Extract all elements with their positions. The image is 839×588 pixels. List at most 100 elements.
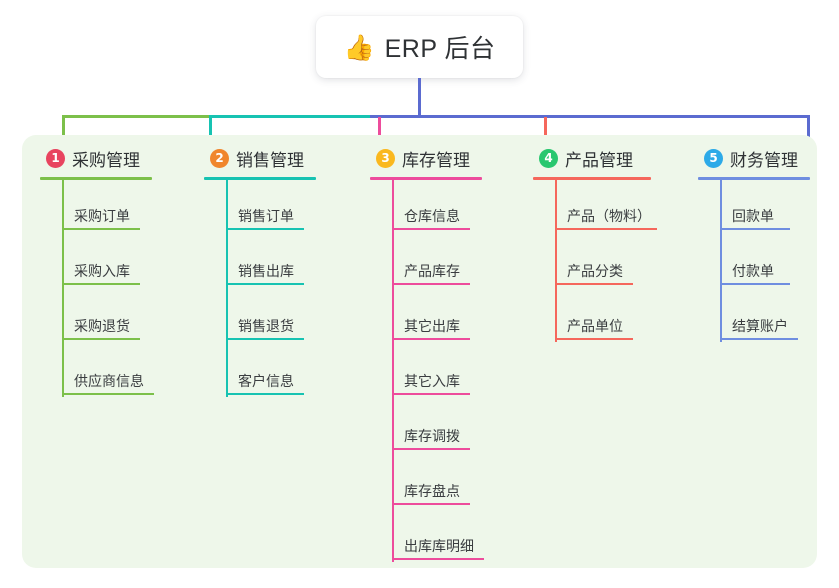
branch-underline: [533, 177, 651, 180]
branch-item-label: 其它入库: [404, 373, 460, 389]
branch-item-underline: [62, 228, 140, 230]
branch-item[interactable]: 出库库明细: [370, 510, 520, 565]
branch-item[interactable]: 客户信息: [204, 345, 354, 400]
branch-item-underline: [392, 338, 470, 340]
branch-item-label: 结算账户: [732, 318, 788, 334]
branch-item[interactable]: 产品库存: [370, 235, 520, 290]
branch-header-5[interactable]: 5 财务管理: [698, 145, 839, 171]
branch-items: 仓库信息产品库存其它出库其它入库库存调拨库存盘点出库库明细: [370, 180, 520, 565]
branch-items: 产品（物料） 产品分类产品单位: [533, 180, 693, 345]
branch-header-4[interactable]: 4 产品管理: [533, 145, 693, 171]
branch-item[interactable]: 采购订单: [40, 180, 190, 235]
branch-drop-3: [378, 117, 381, 147]
branch-item-label: 客户信息: [238, 373, 294, 389]
branch-item-label: 产品单位: [567, 318, 623, 334]
branch-item-underline: [555, 228, 657, 230]
branch-title: 采购管理: [72, 150, 140, 170]
branch-item[interactable]: 库存调拨: [370, 400, 520, 455]
branch-underline: [204, 177, 316, 180]
branch-item[interactable]: 产品分类: [533, 235, 693, 290]
branch-item-label: 销售退货: [238, 318, 294, 334]
branch-underline: [40, 177, 152, 180]
branch-column-4: 4 产品管理产品（物料） 产品分类产品单位: [533, 145, 693, 345]
branch-item-underline: [62, 283, 140, 285]
branch-number-badge: 5: [704, 148, 723, 168]
branch-item[interactable]: 库存盘点: [370, 455, 520, 510]
branch-underline: [698, 177, 810, 180]
branch-item-label: 付款单: [732, 263, 774, 279]
branch-item[interactable]: 产品单位: [533, 290, 693, 345]
root-node-title: ERP 后台: [384, 35, 496, 63]
branch-item-underline: [392, 448, 470, 450]
root-trunk-connector: [418, 78, 421, 117]
branch-item[interactable]: 其它出库: [370, 290, 520, 345]
branch-drop-1: [62, 117, 65, 147]
branch-item-label: 销售订单: [238, 208, 294, 224]
branch-item-label: 销售出库: [238, 263, 294, 279]
branch-item-label: 采购退货: [74, 318, 130, 334]
branch-column-3: 3 库存管理仓库信息产品库存其它出库其它入库库存调拨库存盘点出库库明细: [370, 145, 520, 565]
branch-spine: [62, 180, 64, 397]
bus-segment-2: [209, 115, 370, 118]
branch-item-underline: [392, 228, 470, 230]
branch-item[interactable]: 回款单: [698, 180, 839, 235]
branch-item-underline: [720, 338, 798, 340]
branch-header-1[interactable]: 1 采购管理: [40, 145, 190, 171]
branch-item-label: 采购入库: [74, 263, 130, 279]
branch-spine: [555, 180, 557, 342]
branch-title: 库存管理: [402, 150, 470, 170]
branch-items: 采购订单采购入库采购退货供应商信息: [40, 180, 190, 400]
branch-item-underline: [226, 283, 304, 285]
branch-spine: [226, 180, 228, 397]
branch-underline: [370, 177, 482, 180]
branch-item[interactable]: 销售出库: [204, 235, 354, 290]
branch-item-underline: [392, 503, 470, 505]
branch-item-underline: [720, 228, 790, 230]
bus-segment-1: [62, 115, 209, 118]
branch-number-badge: 1: [46, 148, 65, 168]
branch-item[interactable]: 付款单: [698, 235, 839, 290]
branches-panel: [22, 135, 817, 568]
branch-item[interactable]: 结算账户: [698, 290, 839, 345]
branch-item[interactable]: 采购退货: [40, 290, 190, 345]
branch-column-5: 5 财务管理回款单付款单结算账户: [698, 145, 839, 345]
branch-items: 回款单付款单结算账户: [698, 180, 839, 345]
branch-item[interactable]: 其它入库: [370, 345, 520, 400]
thumbs-up-icon: 👍: [343, 32, 375, 62]
branch-item-underline: [392, 283, 470, 285]
branch-number-badge: 3: [376, 148, 395, 168]
branch-item-label: 采购订单: [74, 208, 130, 224]
branch-item-label: 仓库信息: [404, 208, 460, 224]
root-node[interactable]: 👍 ERP 后台: [316, 16, 523, 78]
branch-item-label: 供应商信息: [74, 373, 144, 389]
branch-header-3[interactable]: 3 库存管理: [370, 145, 520, 171]
branch-item[interactable]: 销售退货: [204, 290, 354, 345]
branch-item-label: 其它出库: [404, 318, 460, 334]
branch-item-underline: [62, 393, 154, 395]
branch-item-underline: [226, 338, 304, 340]
branch-item[interactable]: 供应商信息: [40, 345, 190, 400]
branch-item[interactable]: 销售订单: [204, 180, 354, 235]
branch-title: 财务管理: [730, 150, 798, 170]
branch-item-label: 库存调拨: [404, 428, 460, 444]
branch-item-underline: [392, 393, 470, 395]
branch-item-underline: [62, 338, 140, 340]
branch-items: 销售订单销售出库销售退货客户信息: [204, 180, 354, 400]
branch-drop-2: [209, 117, 212, 147]
branch-drop-4: [544, 117, 547, 147]
branch-item-underline: [226, 228, 304, 230]
branch-title: 销售管理: [236, 150, 304, 170]
bus-segment-3: [370, 115, 810, 118]
branch-item-underline: [392, 558, 484, 560]
branch-number-badge: 4: [539, 148, 558, 168]
branch-item[interactable]: 采购入库: [40, 235, 190, 290]
branch-title: 产品管理: [565, 150, 633, 170]
branch-item-label: 库存盘点: [404, 483, 460, 499]
branch-item-label: 产品（物料）: [567, 208, 651, 224]
branch-item-label: 产品分类: [567, 263, 623, 279]
branch-spine: [392, 180, 394, 562]
branch-item[interactable]: 仓库信息: [370, 180, 520, 235]
branch-item[interactable]: 产品（物料）: [533, 180, 693, 235]
